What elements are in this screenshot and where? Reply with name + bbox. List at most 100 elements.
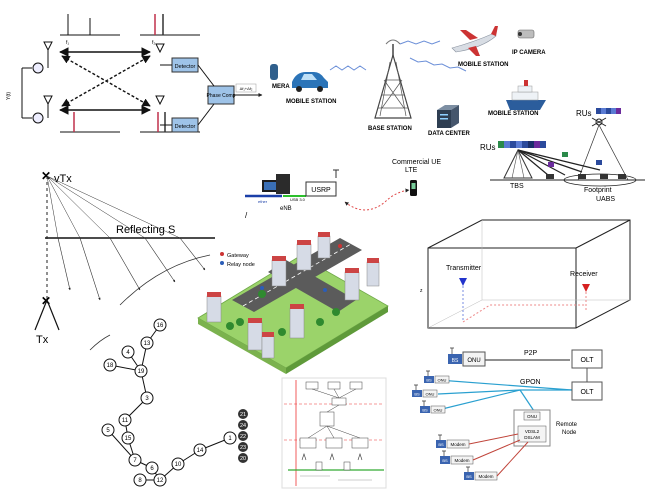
bs-small-label: BS bbox=[442, 458, 448, 463]
olt-top-label: OLT bbox=[580, 357, 594, 364]
building-icon bbox=[344, 268, 360, 301]
graph-legend-node bbox=[238, 431, 248, 441]
modem-label: Modem bbox=[450, 442, 465, 447]
bs-modem-row: BS Modem bbox=[436, 433, 519, 449]
graph-node bbox=[128, 453, 142, 467]
tbs-tower-icon bbox=[503, 148, 533, 179]
camera-left-label: MERA bbox=[272, 84, 290, 90]
graph-node-label: 6 bbox=[150, 466, 154, 472]
building-icon bbox=[289, 304, 305, 339]
building-icon bbox=[317, 232, 331, 259]
ip-camera-label: IP CAMERA bbox=[512, 50, 546, 56]
camera-left-icon bbox=[270, 64, 278, 80]
sum-label: Δf₁+Δf₂ bbox=[240, 86, 253, 91]
antenna-right-top-icon bbox=[155, 43, 165, 54]
building-icon bbox=[271, 256, 287, 287]
graph-node bbox=[171, 457, 185, 471]
graph-node bbox=[140, 391, 154, 405]
relay-legend-icon bbox=[220, 261, 224, 265]
graph-node-label: 12 bbox=[157, 478, 164, 484]
relay-legend-label: Relay node bbox=[227, 262, 255, 268]
tick-f1: f₁ bbox=[66, 40, 69, 46]
tick-f2: f₂ bbox=[152, 40, 155, 46]
mobile-station-ship-label: MOBILE STATION bbox=[488, 111, 538, 117]
graph-node bbox=[133, 473, 147, 487]
data-center-icon bbox=[437, 105, 459, 128]
panel-uabs: RUs RUs TB bbox=[480, 108, 645, 203]
car-icon bbox=[292, 72, 328, 92]
graph-node-label: 4 bbox=[126, 350, 130, 356]
graph-edge bbox=[107, 429, 136, 461]
building-icon bbox=[247, 318, 263, 351]
antenna-icons bbox=[414, 347, 470, 472]
graph-legend-node bbox=[238, 409, 248, 419]
graph-node-label: 5 bbox=[106, 428, 110, 434]
data-center-label: DATA CENTER bbox=[428, 131, 471, 137]
axis-z-label: z bbox=[420, 288, 423, 294]
detector-bottom-label: Detector bbox=[175, 124, 196, 130]
drone-icon bbox=[591, 117, 607, 127]
panel-reflection: ✕ vTx Reflecting S ✕ Tx bbox=[34, 169, 215, 351]
panel-pon: P2P GPON OLT OLT BS ONU BS ONU BS ONU bbox=[412, 347, 603, 481]
ethernet-label: ether bbox=[258, 199, 268, 204]
usrp-antenna-icon bbox=[333, 169, 339, 178]
graph-node-label: 18 bbox=[107, 363, 114, 369]
panel-usrp: Commercial UE LTE ether USB 3.0 eNB USRP… bbox=[245, 159, 441, 220]
footprint-label: Footprint bbox=[584, 187, 612, 194]
bs-small-label: BS bbox=[466, 474, 472, 479]
graph-node-label: 3 bbox=[145, 396, 149, 402]
pc-icon bbox=[262, 174, 290, 194]
graph-legend-node bbox=[238, 453, 248, 463]
graph-node bbox=[103, 358, 117, 372]
receiver-label: Receiver bbox=[570, 271, 598, 278]
graph-node bbox=[121, 431, 135, 445]
mobile-station-plane-label: MOBILE STATION bbox=[458, 62, 508, 68]
bs-onu-row: BS ONU bbox=[412, 389, 438, 398]
usb-label: USB 3.0 bbox=[290, 197, 306, 202]
bs-small-label: BS bbox=[414, 392, 420, 397]
bs-label: BS bbox=[452, 358, 459, 364]
graph-node-label: 15 bbox=[125, 436, 132, 442]
bs-small-label: BS bbox=[438, 442, 444, 447]
oscillator-bottom-icon bbox=[32, 112, 44, 124]
surface-label: Reflecting S bbox=[116, 224, 175, 236]
onu-main-label: ONU bbox=[467, 358, 480, 364]
graph-node bbox=[121, 345, 135, 359]
antenna-right-bottom-icon bbox=[155, 95, 165, 106]
dslam-label-1: VDSL2 bbox=[525, 429, 540, 434]
gateway-legend-icon bbox=[220, 252, 224, 256]
commercial-ue-label-2: LTE bbox=[405, 167, 418, 174]
graph-node-label: 7 bbox=[133, 458, 137, 464]
graph-node-label: 8 bbox=[138, 478, 142, 484]
commercial-ue-label-1: Commercial UE bbox=[392, 159, 441, 166]
gpon-label: GPON bbox=[520, 379, 541, 386]
detector-top-label: Detector bbox=[175, 64, 196, 70]
bs-small-label: BS bbox=[422, 408, 428, 413]
graph-node-label: 16 bbox=[157, 323, 164, 329]
rus-top-label: RUs bbox=[576, 109, 592, 118]
vertical-label: Y(t) bbox=[6, 92, 12, 100]
antenna-left-top-icon bbox=[43, 41, 53, 68]
graph-legend-label: 20 bbox=[240, 456, 246, 462]
graph-node-label: 14 bbox=[197, 448, 204, 454]
modem-label: Modem bbox=[478, 474, 493, 479]
remote-node-label-2: Node bbox=[562, 430, 577, 436]
graph-node-label: 13 bbox=[144, 341, 151, 347]
ru-bank-left bbox=[498, 141, 546, 148]
graph-legend-node bbox=[238, 442, 248, 452]
graph-node bbox=[193, 443, 207, 457]
graph-node-label: 1 bbox=[228, 436, 232, 442]
p2p-label: P2P bbox=[524, 350, 538, 357]
rus-left-label: RUs bbox=[480, 143, 496, 152]
tx-label: Tx bbox=[36, 334, 49, 346]
graph-node-label: 10 bbox=[175, 462, 182, 468]
graph-node bbox=[145, 461, 159, 475]
tbs-label: TBS bbox=[510, 183, 524, 190]
panel-block-diagram bbox=[281, 377, 387, 489]
graph-legend-label: 24 bbox=[240, 423, 246, 429]
transmitter-marker-icon bbox=[459, 278, 467, 286]
building-icon bbox=[366, 258, 380, 287]
airplane-icon bbox=[451, 26, 498, 56]
